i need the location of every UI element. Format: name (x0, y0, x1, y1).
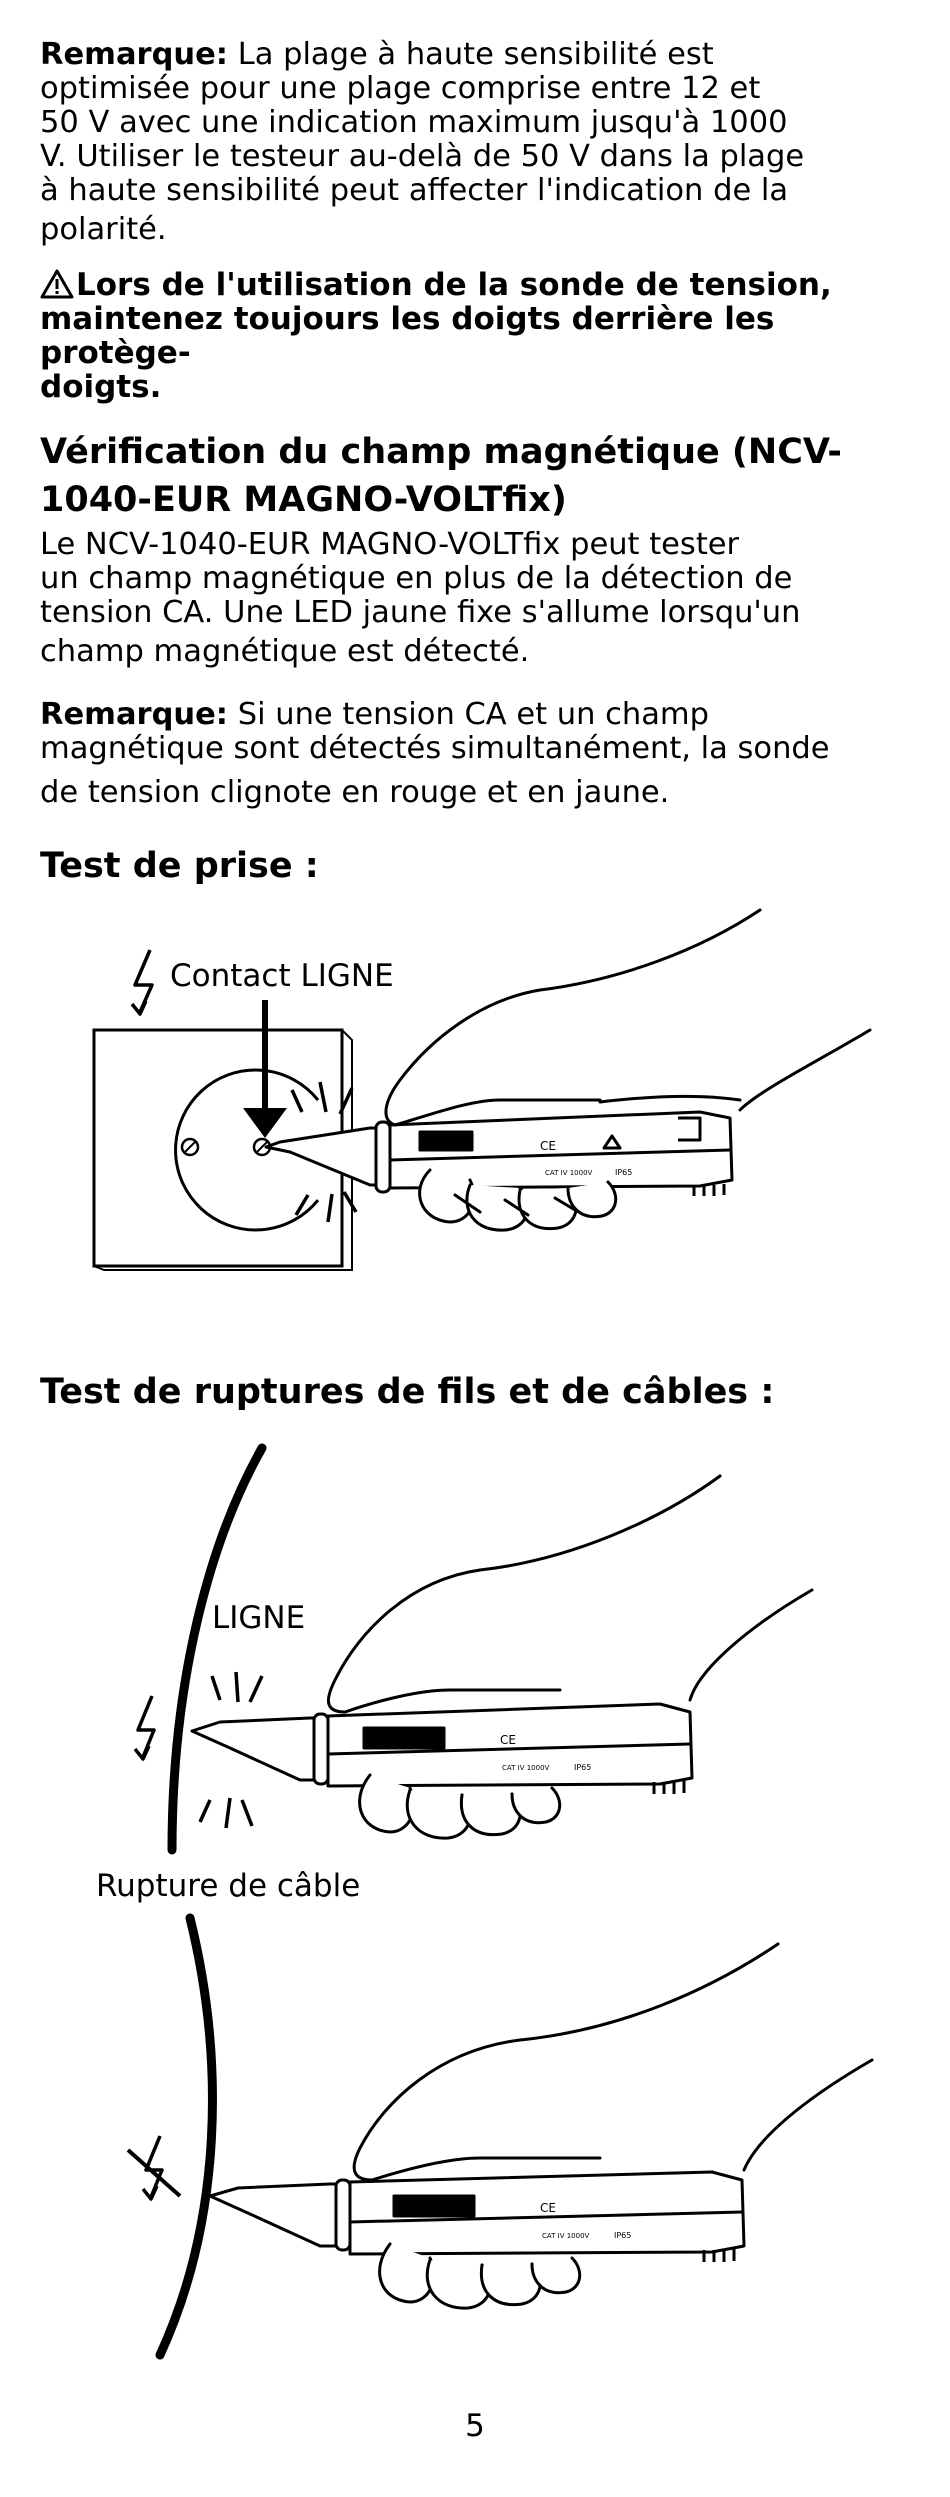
svg-text:CE: CE (540, 2201, 556, 2215)
svg-text:CE: CE (500, 1733, 516, 1747)
hand-lower (352, 1942, 874, 2310)
svg-text:IP65: IP65 (574, 1763, 591, 1772)
cable-upper (167, 1443, 267, 1855)
no-voltage-icon (126, 2135, 182, 2201)
cable-break-label: Rupture de câble (96, 1868, 361, 1904)
note-label: Remarque: (40, 37, 229, 72)
cable-test-heading: Test de ruptures de fils et de câbles : (40, 1372, 775, 1412)
flash-marks (290, 1081, 358, 1223)
page-number: 5 (465, 2408, 485, 2444)
note-1: Remarque: La plage à haute sensibilité e… (40, 37, 805, 247)
svg-text:IP65: IP65 (614, 2231, 631, 2240)
socket-test-section: Test de prise : (40, 842, 910, 890)
contact-line-label: Contact LIGNE (170, 958, 394, 994)
hand (384, 908, 872, 1232)
voltage-tester: CE CAT IV 1000V IP65 (264, 1110, 734, 1196)
svg-text:CAT IV 1000V: CAT IV 1000V (542, 2232, 590, 2240)
section-heading-cont: 1040-EUR MAGNO-VOLTfix) (40, 480, 567, 520)
line-label: LIGNE (212, 1600, 306, 1636)
lightning-bolt-icon (130, 949, 154, 1016)
lightning-bolt-icon (133, 1695, 156, 1761)
arrow-down-icon (243, 1000, 287, 1138)
magnetic-section: Vérification du champ magnétique (NCV- 1… (40, 428, 910, 669)
svg-text:CAT IV 1000V: CAT IV 1000V (545, 1169, 593, 1177)
note-2: Remarque: Si une tension CA et un champ … (40, 697, 830, 810)
voltage-tester-lower: CE CAT IV 1000V IP65 (208, 2170, 746, 2262)
cable-test-section: Test de ruptures de fils et de câbles : (40, 1368, 910, 1416)
svg-text:CE: CE (540, 1139, 556, 1153)
note-label: Remarque: (40, 697, 229, 732)
flash-marks (198, 1671, 264, 1829)
voltage-tester-upper: CE CAT IV 1000V IP65 (190, 1702, 694, 1794)
socket-test-heading: Test de prise : (40, 846, 319, 886)
section-heading: Vérification du champ magnétique (NCV- (40, 432, 842, 472)
hand-upper (326, 1474, 814, 1840)
warning-triangle-icon (40, 269, 74, 299)
safety-warning: Lors de l'utilisation de la sonde de ten… (40, 267, 832, 405)
svg-text:CAT IV 1000V: CAT IV 1000V (502, 1764, 550, 1772)
svg-text:IP65: IP65 (615, 1168, 632, 1177)
cable-lower (155, 1913, 217, 2360)
